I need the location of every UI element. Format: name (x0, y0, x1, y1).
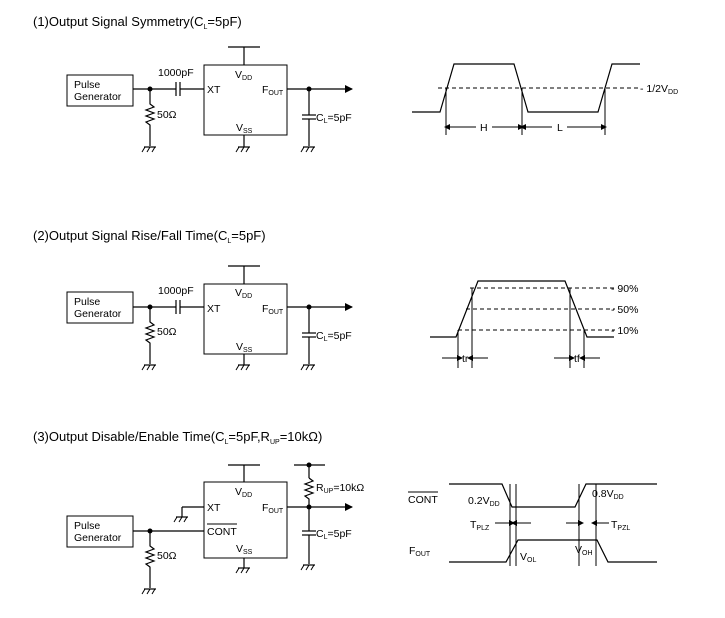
wave-fout-label: FOUT (409, 545, 431, 558)
tplz-label: TPLZ (470, 519, 490, 532)
pin-xt: XT (207, 303, 221, 315)
pin-cont: CONT (207, 526, 237, 538)
resistor-label: 50Ω (157, 109, 177, 121)
pin-vss: VSS (236, 122, 253, 135)
load-capacitor-label: CL=5pF (316, 528, 352, 541)
cont-high-threshold-label: 0.8VDD (592, 488, 624, 501)
high-time-label: H (480, 122, 488, 134)
resistor-label: 50Ω (157, 550, 177, 562)
pin-vdd: VDD (235, 486, 252, 499)
voh-label: VOH (575, 544, 593, 557)
load-capacitor-label: CL=5pF (316, 112, 352, 125)
pin-fout: FOUT (262, 303, 284, 316)
half-vdd-label: - 1/2VDD (640, 83, 678, 96)
wave-cont-label: CONT (408, 494, 438, 506)
section-3-waveform: CONT FOUT 0.2VDD 0.8VDD TPLZ TPZL VOL VO… (408, 483, 657, 566)
ic-box (203, 283, 288, 355)
pin-xt: XT (207, 84, 221, 96)
pulse-generator-label-2: Generator (74, 91, 122, 103)
load-capacitor-label: CL=5pF (316, 330, 352, 343)
section-2-title: (2)Output Signal Rise/Fall Time(CL=5pF) (33, 228, 266, 245)
resistor-symbol (144, 531, 156, 588)
fout-waveform (449, 539, 657, 563)
pulse-generator-label-1: Pulse (74, 296, 100, 308)
pullup-resistor-symbol (303, 477, 315, 507)
low-time-label: L (557, 122, 563, 134)
pin-vss: VSS (236, 341, 253, 354)
ic-box (203, 481, 288, 559)
section-1-waveform: - 1/2VDD H L (412, 63, 678, 135)
pulse-generator-label-1: Pulse (74, 520, 100, 532)
pin-fout: FOUT (262, 84, 284, 97)
pulse-generator-label-2: Generator (74, 308, 122, 320)
level-50-label: - 50% (611, 304, 638, 316)
pin-fout: FOUT (262, 502, 284, 515)
input-capacitor-label: 1000pF (158, 67, 194, 79)
rise-fall-waveform (430, 280, 614, 338)
pin-vss: VSS (236, 543, 253, 556)
pulse-generator-label-2: Generator (74, 532, 122, 544)
section-2-circuit: Pulse Generator 1000pF 50Ω VDD XT FOUT V… (66, 265, 353, 371)
ic-box (203, 64, 288, 136)
tpzl-label: TPZL (611, 519, 630, 532)
input-capacitor-label: 1000pF (158, 285, 194, 297)
rise-time-label: tr (462, 353, 469, 365)
section-2-waveform: - 90% - 50% - 10% tr tf (430, 280, 638, 368)
fall-time-label: tf (574, 353, 580, 365)
resistor-symbol (144, 89, 156, 146)
level-10-label: - 10% (611, 325, 638, 337)
section-3-title: (3)Output Disable/Enable Time(CL=5pF,RUP… (33, 429, 322, 446)
pin-vdd: VDD (235, 69, 252, 82)
level-90-label: - 90% (611, 283, 638, 295)
cont-low-threshold-label: 0.2VDD (468, 495, 500, 508)
resistor-symbol (144, 307, 156, 364)
resistor-label: 50Ω (157, 326, 177, 338)
section-3-circuit: Pulse Generator 50Ω VDD XT CONT FOUT VSS (66, 462, 364, 595)
vol-label: VOL (520, 551, 536, 564)
pin-xt: XT (207, 502, 221, 514)
pulse-generator-label-1: Pulse (74, 79, 100, 91)
section-1-title: (1)Output Signal Symmetry(CL=5pF) (33, 14, 242, 31)
pullup-resistor-label: RUP=10kΩ (316, 482, 364, 495)
cont-waveform (449, 483, 657, 508)
section-1: (1)Output Signal Symmetry(CL=5pF) Pulse … (33, 14, 678, 153)
pin-vdd: VDD (235, 287, 252, 300)
pulse-generator-box (66, 74, 134, 107)
section-2: (2)Output Signal Rise/Fall Time(CL=5pF) … (33, 228, 638, 371)
section-1-circuit: Pulse Generator 1000pF 50Ω VDD XT FOUT V… (66, 46, 353, 153)
section-3: (3)Output Disable/Enable Time(CL=5pF,RUP… (33, 429, 657, 595)
symmetry-waveform (412, 63, 640, 113)
